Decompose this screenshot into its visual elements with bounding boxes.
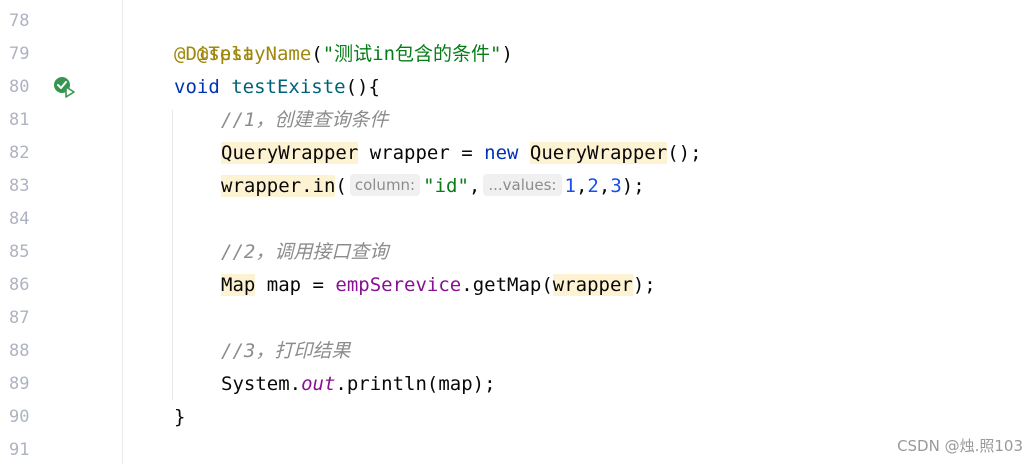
code-text: map = — [255, 274, 336, 296]
line-number: 91 — [9, 440, 30, 460]
line-number: 80 — [9, 77, 30, 97]
line-number: 85 — [9, 242, 30, 262]
code-line-80[interactable]: void testExiste(){ — [174, 71, 380, 104]
keyword-void: void — [174, 76, 220, 98]
number-literal: 3 — [610, 175, 622, 197]
line-number: 89 — [9, 374, 30, 394]
line-number: 83 — [9, 176, 30, 196]
code-text: System. — [221, 373, 302, 395]
variable-reference: wrapper — [552, 274, 633, 296]
space — [518, 142, 529, 164]
annotation-test: @Test — [196, 43, 255, 65]
paren: ( — [335, 175, 347, 197]
annotation-display-name: @DisplayName — [174, 43, 312, 65]
line-number: 78 — [9, 11, 30, 31]
code-line-88[interactable]: //3，打印结果 — [221, 335, 350, 368]
editor-gutter: 78 79 80 81 82 83 84 85 86 87 88 89 90 9… — [0, 0, 123, 464]
code-line-78[interactable]: @Test — [174, 5, 254, 65]
static-field: out — [301, 373, 336, 395]
field-reference: empSerevice — [335, 274, 462, 296]
comment: //2，调用接口查询 — [221, 241, 389, 263]
type-name: Map — [221, 274, 256, 296]
line-number: 90 — [9, 407, 30, 427]
method-call: wrapper.in — [221, 175, 336, 197]
code-text: wrapper = — [358, 142, 485, 164]
code-text: ); — [632, 274, 656, 296]
comma: , — [468, 175, 481, 197]
parameter-hint-values: ...values: — [483, 174, 562, 196]
code-text: ); — [621, 175, 645, 197]
run-test-passed-icon[interactable] — [52, 75, 76, 99]
code-line-89[interactable]: System.out.println(map); — [221, 368, 496, 401]
comma: , — [598, 175, 611, 197]
space — [220, 76, 231, 98]
comment: //1，创建查询条件 — [221, 109, 389, 131]
closing-brace: } — [174, 406, 186, 428]
line-number: 86 — [9, 275, 30, 295]
paren: ) — [501, 43, 513, 65]
number-literal: 1 — [564, 175, 576, 197]
string-literal: "id" — [423, 175, 469, 197]
line-number: 87 — [9, 308, 30, 328]
code-line-81[interactable]: //1，创建查询条件 — [221, 104, 388, 137]
keyword-new: new — [484, 142, 519, 164]
code-text: .getMap( — [461, 274, 553, 296]
paren: ( — [311, 43, 323, 65]
number-literal: 2 — [587, 175, 599, 197]
indent-guide — [172, 110, 173, 400]
type-name: QueryWrapper — [221, 142, 359, 164]
code-text: (); — [667, 142, 702, 164]
line-number: 81 — [9, 110, 30, 130]
code-text: .println(map); — [335, 373, 496, 395]
code-line-82[interactable]: QueryWrapper wrapper = new QueryWrapper(… — [221, 137, 702, 170]
code-line-79[interactable]: @DisplayName("测试in包含的条件") — [174, 38, 513, 71]
method-name: testExiste — [231, 76, 346, 98]
line-number: 82 — [9, 143, 30, 163]
code-line-90[interactable]: } — [174, 401, 185, 434]
line-number: 88 — [9, 341, 30, 361]
code-text: (){ — [345, 76, 380, 98]
string-literal: "测试in包含的条件" — [322, 43, 502, 65]
line-number: 79 — [9, 44, 30, 64]
watermark: CSDN @烛.照103 — [897, 437, 1023, 455]
code-line-85[interactable]: //2，调用接口查询 — [221, 236, 388, 269]
type-name: QueryWrapper — [529, 142, 668, 164]
code-line-83[interactable]: wrapper.in(column:"id",...values:1,2,3); — [221, 170, 645, 203]
line-number: 84 — [9, 209, 30, 229]
parameter-hint-column: column: — [349, 174, 421, 196]
comment: //3，打印结果 — [221, 340, 351, 362]
code-line-86[interactable]: Map map = empSerevice.getMap(wrapper); — [221, 269, 656, 302]
comma: , — [575, 175, 588, 197]
